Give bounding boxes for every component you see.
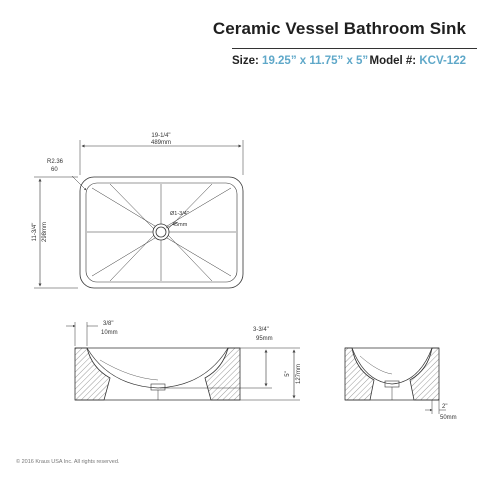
top-width-mm: 489mm: [151, 140, 171, 146]
radius-in: R2.36: [47, 159, 64, 165]
top-height-mm: 298mm: [42, 222, 48, 242]
size-label: Size:: [232, 55, 259, 67]
drain-leader: [165, 221, 179, 229]
front-bowl-curve: [86, 347, 229, 389]
depth-mm: 95mm: [256, 336, 273, 342]
model-label: Model #:: [369, 55, 417, 67]
side-right-wall: [409, 347, 440, 401]
sink-outer-rim: [79, 176, 244, 289]
model-spec: Model #: KCV-122: [369, 55, 466, 67]
side-view: [344, 347, 446, 414]
front-left-wall: [74, 347, 111, 401]
drain-outer: [152, 223, 170, 241]
model-value: KCV-122: [419, 55, 466, 67]
side-bowl-curve: [351, 347, 433, 385]
copyright-notice: © 2016 Kraus USA Inc. All rights reserve…: [16, 459, 120, 465]
product-title: Ceramic Vessel Bathroom Sink: [212, 19, 466, 38]
size-value: 19.25” x 11.75” x 5”: [262, 55, 369, 67]
side-left-wall: [344, 347, 375, 401]
sink-inner-basin: [85, 182, 238, 283]
drain-mm: 45mm: [172, 222, 188, 228]
wall-in: 3/8": [103, 321, 113, 327]
radius-leader: [71, 175, 87, 191]
top-view: [34, 140, 244, 289]
front-height-mm: 127mm: [296, 364, 302, 384]
front-drain: [150, 383, 166, 391]
drain-inner: [155, 226, 167, 238]
base-in: 2": [442, 404, 447, 410]
front-view: [66, 322, 300, 401]
title-divider: [232, 48, 477, 49]
drain-in: Ø1-3/4": [170, 211, 189, 217]
size-spec: Size: 19.25” x 11.75” x 5”: [232, 55, 368, 67]
base-mm: 50mm: [440, 415, 457, 421]
front-height-in: 5": [285, 371, 291, 376]
depth-in: 3-3/4": [253, 327, 269, 333]
top-height-in: 11-3/4": [32, 223, 38, 242]
wall-mm: 10mm: [101, 330, 118, 336]
top-width-in: 19-1/4": [151, 133, 170, 139]
basin-slope-lines: [87, 183, 236, 282]
radius-mm: 60: [51, 167, 58, 173]
